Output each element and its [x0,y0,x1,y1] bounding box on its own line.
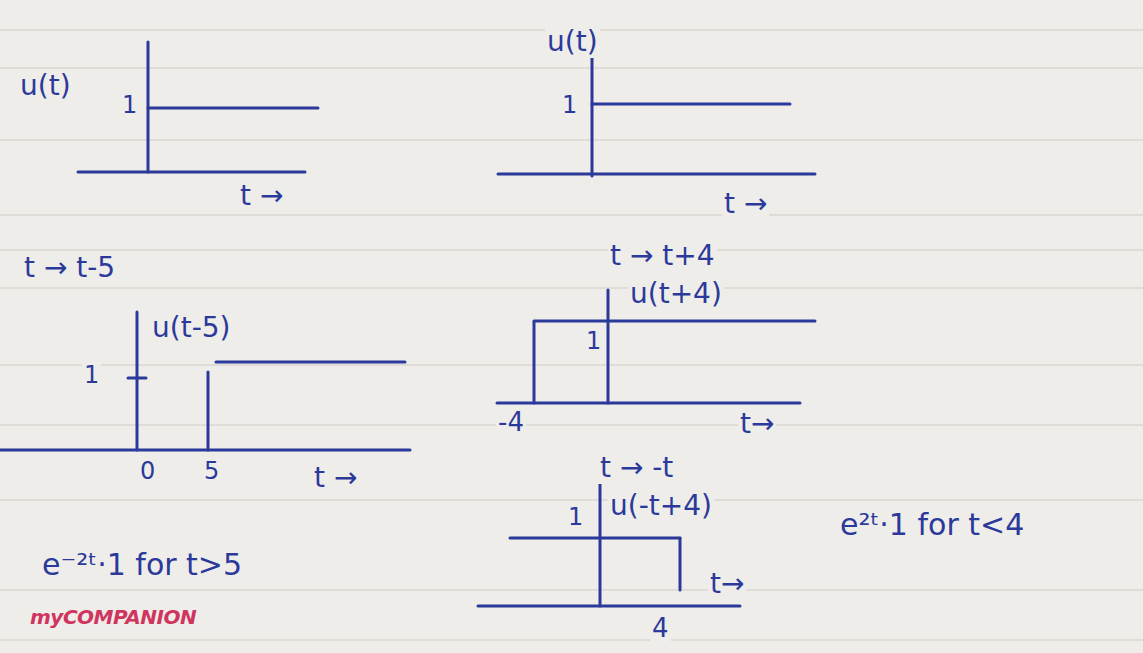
level-value: 1 [560,92,579,120]
axis-label: t→ [738,408,776,440]
notebook-rules [0,30,1143,640]
shift-note: t → t+4 [608,240,717,272]
tick-value: -4 [496,408,526,438]
formula-note: e⁻²ᵗ·1 for t>5 [40,548,244,583]
tick-value: 4 [650,614,671,644]
axis-label: u(-t+4) [608,490,714,522]
level-value: 1 [82,362,101,390]
axis-label: u(t) [18,70,73,102]
axis-label: u(t+4) [628,278,724,310]
axis-label: t → [722,188,769,220]
step-plots [0,42,815,606]
tick-value: 0 [138,458,157,486]
axis-label: t→ [708,568,746,600]
axis-label: t → [312,462,359,494]
level-value: 1 [584,328,603,356]
level-value: 1 [120,92,139,120]
axis-label: t → [238,180,285,212]
axis-label: u(t) [545,26,600,58]
level-value: 1 [566,504,585,532]
shift-note: t → t-5 [22,252,117,284]
tick-value: 5 [202,458,221,486]
formula-note: e²ᵗ·1 for t<4 [838,508,1026,543]
watermark: myCOMPANION [28,606,198,629]
axis-label: u(t-5) [150,312,233,344]
reflect-note: t → -t [598,452,675,484]
